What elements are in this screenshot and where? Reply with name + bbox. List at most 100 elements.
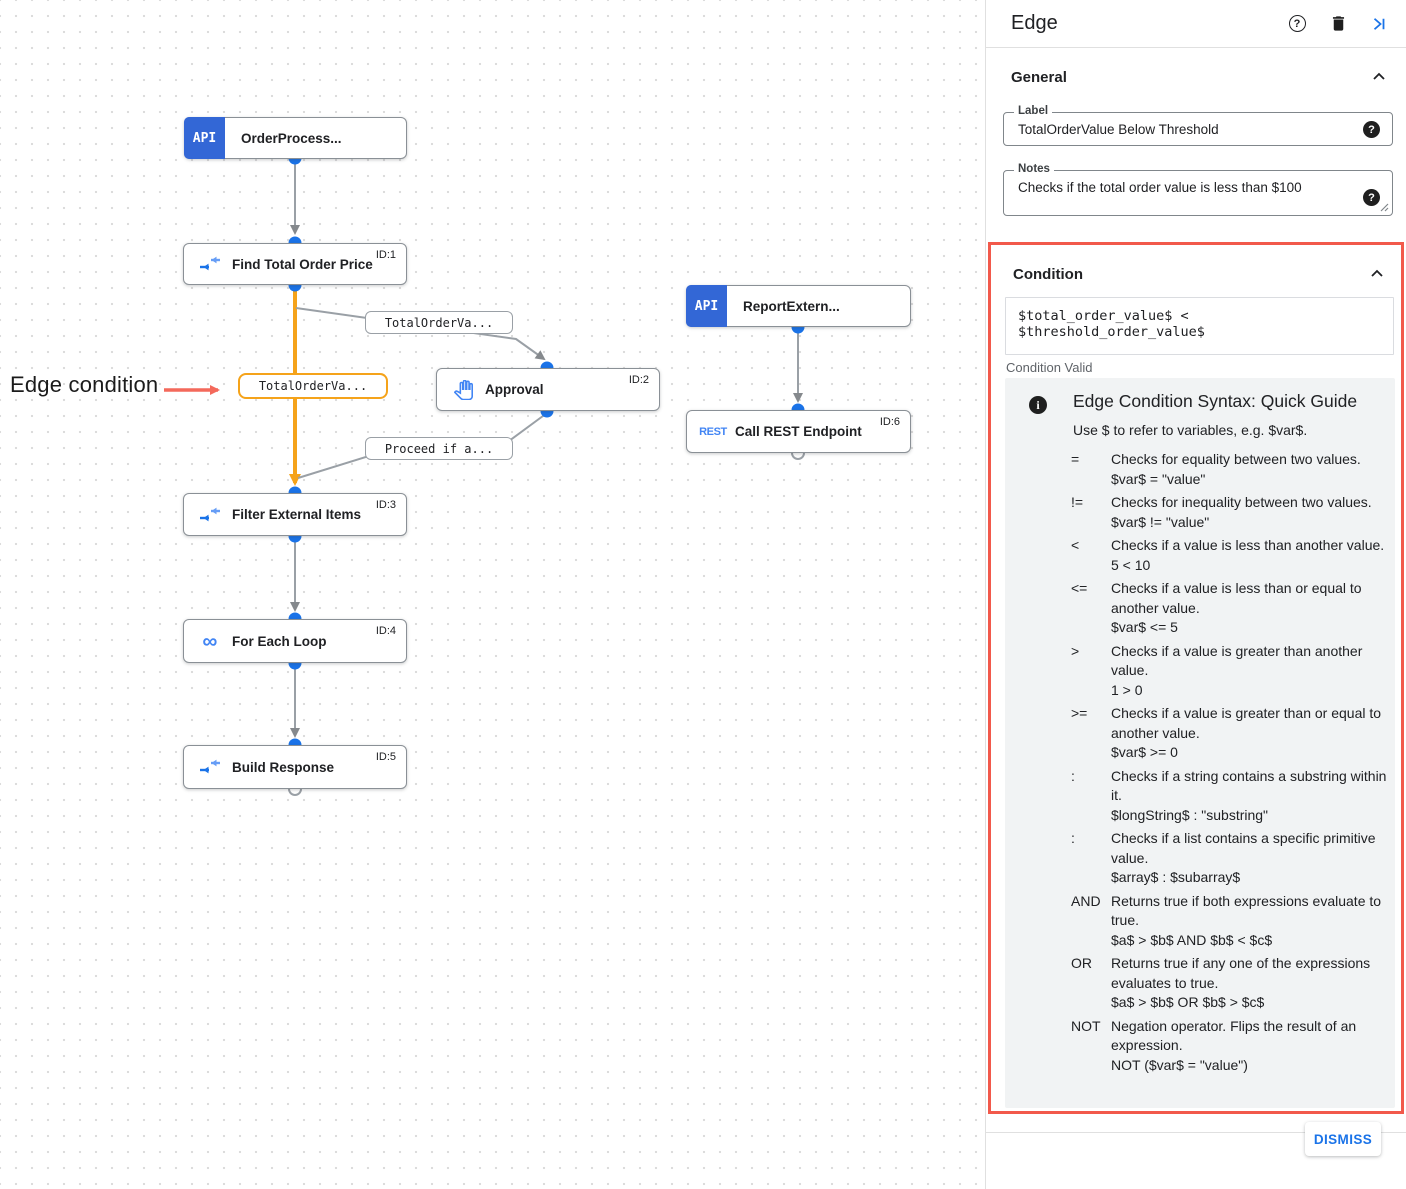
guide-row: OR Returns true if any one of the express… <box>1005 954 1395 1013</box>
rest-icon: REST <box>699 425 727 438</box>
api-icon: API <box>184 117 225 159</box>
help-icon[interactable]: ? <box>1286 13 1308 35</box>
general-section-title: General <box>1011 68 1067 86</box>
guide-row: NOT Negation operator. Flips the result o… <box>1005 1017 1395 1076</box>
guide-operator: != <box>1071 494 1084 510</box>
guide-operator: < <box>1071 537 1080 553</box>
guide-description: Checks if a value is greater than anothe… <box>1111 642 1393 701</box>
guide-example: 5 < 10 <box>1111 556 1151 573</box>
panel-title: Edge <box>1011 12 1058 34</box>
workflow-canvas[interactable]: API OrderProcess... Find Total Order Price… <box>0 0 985 1189</box>
label-field: Label ? <box>1003 105 1393 146</box>
hand-icon <box>450 378 476 402</box>
guide-row: :Checks if a list contains a specific pr… <box>1005 829 1395 888</box>
condition-section-header: Condition <box>1013 263 1388 285</box>
node-label: ReportExtern... <box>743 298 840 314</box>
guide-description: Checks for equality between two values.$… <box>1111 450 1393 489</box>
guide-description: Returns true if both expressions evaluat… <box>1111 892 1393 951</box>
condition-section-highlight: Condition $total_order_value$ < $thresho… <box>988 242 1404 1114</box>
guide-row: != Checks for inequality between two valu… <box>1005 493 1395 532</box>
notes-input[interactable]: Checks if the total order value is less … <box>1004 171 1392 215</box>
notes-field: Notes Checks if the total order value is… <box>1003 163 1393 216</box>
guide-example: $a$ > $b$ AND $b$ < $c$ <box>1111 931 1273 948</box>
condition-section-title: Condition <box>1013 265 1083 283</box>
guide-example: $var$ = "value" <box>1111 470 1206 487</box>
general-section-header: General <box>1011 66 1390 88</box>
node-label: Find Total Order Price <box>232 256 373 272</box>
label-input[interactable] <box>1004 113 1392 145</box>
guide-description: Checks if a value is greater than or equ… <box>1111 704 1393 763</box>
guide-description: Checks for inequality between two values… <box>1111 493 1393 532</box>
guide-operator: OR <box>1071 955 1092 971</box>
guide-operator: > <box>1071 642 1080 659</box>
edge-label-proceed[interactable]: Proceed if a... <box>365 437 513 460</box>
condition-syntax-guide: i Edge Condition Syntax: Quick Guide Use… <box>1005 378 1395 1108</box>
general-collapse-icon[interactable] <box>1368 66 1390 88</box>
guide-operator: = <box>1071 451 1080 467</box>
data-mapping-icon <box>197 252 223 276</box>
loop-icon: ∞ <box>202 629 218 653</box>
data-mapping-icon <box>197 755 223 779</box>
guide-row: > Checks if a value is greater than anoth… <box>1005 642 1395 701</box>
footer-divider <box>986 1132 1406 1133</box>
node-id-tag: ID:3 <box>375 499 396 511</box>
node-approval[interactable]: Approval ID:2 <box>436 368 660 411</box>
label-field-label: Label <box>1014 105 1053 117</box>
guide-description: Negation operator. Flips the result of a… <box>1111 1017 1393 1076</box>
guide-example: $var$ >= 0 <box>1111 744 1178 760</box>
collapse-panel-icon[interactable] <box>1368 13 1390 35</box>
guide-example: $var$ != "value" <box>1111 513 1210 530</box>
node-filter-external-items[interactable]: Filter External Items ID:3 <box>183 493 407 536</box>
edges-layer <box>164 151 805 796</box>
panel-header: Edge ? <box>986 0 1406 48</box>
guide-example: NOT ($var$ = "value") <box>1111 1056 1248 1073</box>
node-label: OrderProcess... <box>241 130 342 146</box>
info-icon: i <box>1029 396 1047 414</box>
label-help-icon[interactable]: ? <box>1363 121 1380 138</box>
guide-description: Returns true if any one of the expressio… <box>1111 954 1393 1013</box>
node-id-tag: ID:2 <box>628 374 649 386</box>
data-mapping-icon <box>197 503 223 527</box>
node-id-tag: ID:5 <box>375 751 396 763</box>
condition-input[interactable]: $total_order_value$ < $threshold_order_v… <box>1005 297 1394 355</box>
guide-row: :Checks if a string contains a substring… <box>1005 767 1395 826</box>
guide-example: 1 > 0 <box>1111 681 1143 698</box>
node-label: For Each Loop <box>232 633 327 649</box>
guide-row: <=Checks if a value is less than or equa… <box>1005 579 1395 638</box>
guide-subtitle: Use $ to refer to variables, e.g. $var$. <box>1073 422 1308 438</box>
delete-icon[interactable] <box>1327 13 1349 35</box>
guide-title: Edge Condition Syntax: Quick Guide <box>1073 391 1358 411</box>
guide-description: Checks if a value is less than another v… <box>1111 536 1393 575</box>
node-call-rest-endpoint[interactable]: REST Call REST Endpoint ID:6 <box>686 410 911 453</box>
node-order-process[interactable]: API OrderProcess... <box>184 117 407 159</box>
guide-operator: : <box>1071 830 1075 846</box>
guide-row: = Checks for equality between two values.… <box>1005 450 1395 489</box>
node-label: Filter External Items <box>232 507 362 522</box>
guide-row: < Checks if a value is less than another … <box>1005 536 1395 575</box>
node-label: Approval <box>485 382 544 397</box>
edge-config-panel: Edge ? General Label <box>985 0 1406 1189</box>
condition-collapse-icon[interactable] <box>1366 263 1388 285</box>
guide-operator: NOT <box>1071 1017 1101 1034</box>
notes-field-label: Notes <box>1014 163 1054 175</box>
edge-label-selected[interactable]: TotalOrderVa... <box>238 373 388 399</box>
node-id-tag: ID:6 <box>879 416 900 428</box>
dismiss-button[interactable]: DISMISS <box>1305 1122 1381 1156</box>
guide-description: Checks if a string contains a substring … <box>1111 767 1393 826</box>
resize-handle-icon[interactable] <box>1380 203 1389 212</box>
edge-label-to-approval[interactable]: TotalOrderVa... <box>365 311 513 334</box>
guide-example: $var$ <= 5 <box>1111 619 1178 635</box>
node-label: Call REST Endpoint <box>735 424 862 439</box>
notes-help-icon[interactable]: ? <box>1363 189 1380 206</box>
guide-operator: >= <box>1071 705 1088 721</box>
guide-operator: <= <box>1071 580 1088 596</box>
guide-row: >= Checks if a value is greater than or e… <box>1005 704 1395 763</box>
guide-example: $longString$ : "substring" <box>1111 806 1269 823</box>
guide-example: $a$ > $b$ OR $b$ > $c$ <box>1111 994 1265 1010</box>
